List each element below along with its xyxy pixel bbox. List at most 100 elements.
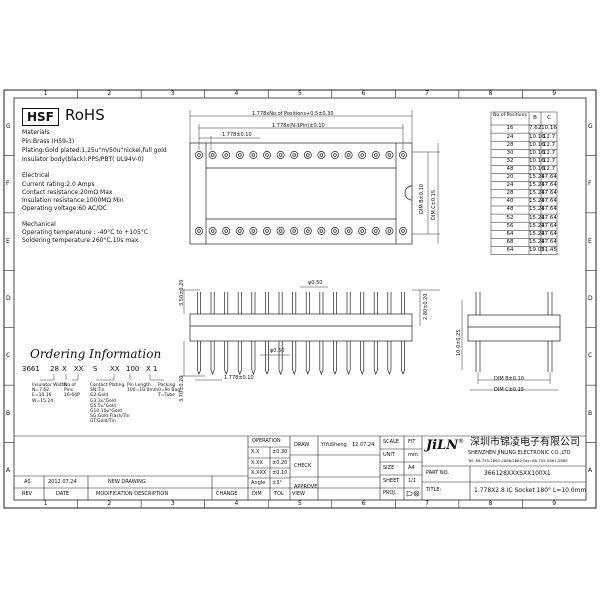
grid-col-label: 9	[552, 90, 557, 97]
table-cell-c: 17.64	[541, 230, 557, 237]
outer-frame	[3, 89, 597, 509]
code-part-8: X	[146, 365, 151, 373]
code-part-6: XX	[110, 365, 120, 373]
pin-hole	[303, 151, 312, 159]
grid-col-label: 5	[298, 90, 302, 97]
ordering-note-pins: No.of Pins 16-64P	[64, 383, 80, 399]
pin-tip	[210, 369, 215, 375]
ordering-note-length: Pin Length 100=10.0mm	[127, 383, 159, 394]
tb-tol-label-4: Angle	[251, 480, 266, 486]
table-cell-b: 10.16	[529, 149, 545, 156]
pin-hole-center	[210, 153, 215, 157]
dim-280: 2.80±0.20	[423, 293, 429, 320]
electrical-2: Contact resistance:20mΩ Max	[22, 189, 113, 196]
tb-title-value: 1.778X2.8 IC Socket 180° L=10.0mm	[474, 487, 587, 494]
pin-tip	[265, 369, 269, 375]
table-cell-b: 15.24	[529, 214, 545, 221]
company-name-en: SHENZHEN JINLING ELECTRONIC CO.,LTD	[468, 450, 571, 456]
mechanical-2: Soldering temperature:260°C,10s max	[22, 237, 139, 244]
grid-col-label: 7	[425, 90, 429, 97]
side-view	[461, 292, 561, 372]
grid-row-label: F	[588, 180, 592, 188]
pin-hole-center	[387, 153, 392, 157]
grid-row-label: D	[588, 295, 593, 302]
tb-scale-value: FIT	[408, 439, 416, 445]
grid-row-label: G	[588, 122, 593, 130]
grid-row-label: A	[588, 467, 593, 475]
table-cell-positions: 24	[506, 133, 514, 140]
tb-approve: APPROVE	[294, 484, 318, 490]
table-cell-positions: 64	[506, 230, 514, 237]
code-part-9: 1	[153, 365, 158, 373]
pin-hole-center	[278, 229, 283, 233]
grid-col-label: 6	[361, 500, 366, 507]
tb-unit-label: UNIT	[383, 452, 395, 458]
pin-hole-center	[306, 229, 310, 233]
grid-row-label: D	[6, 295, 11, 302]
material-3: Insulator body(black):PPS/PBT( UL94V-0)	[22, 156, 144, 163]
table-cell-c: 12.7	[542, 165, 556, 172]
pin-tip	[305, 369, 310, 375]
mechanical-1: Operating temperature : -40°C to +105°C	[22, 229, 148, 236]
pin-tip	[251, 369, 256, 375]
pin-hole-center	[319, 153, 324, 157]
table-cell-positions: 40	[506, 198, 514, 205]
pin-hole	[208, 151, 217, 159]
tb-tol-value-1: ±0.30	[272, 449, 288, 455]
company-contact: Tel: 86-755-2867-2886/2882 Fax: 86-755-2…	[468, 458, 568, 463]
inner-frame	[13, 97, 587, 501]
table-cell-c: 10.16	[541, 125, 557, 132]
registered-icon: ®	[458, 438, 464, 445]
pin-hole	[235, 227, 244, 235]
materials-title: Materials	[22, 129, 50, 136]
table-cell-b: 15.24	[529, 238, 545, 245]
title-block-lines	[14, 435, 586, 500]
material-2: Plating:Gold plated:1.25u"m/50u"nickel,f…	[22, 147, 167, 154]
pin-hole	[222, 227, 231, 235]
table-cell-b: 7.62	[529, 125, 542, 132]
grid-row-label: G	[6, 122, 11, 130]
tb-sheet-value: 1/1	[408, 478, 417, 484]
table-cell-b: 15.24	[529, 174, 545, 180]
dim-side-height: 10.0±0.25	[456, 329, 462, 356]
tb-drawer: YiYuSheng	[321, 442, 347, 448]
pin-hole	[263, 151, 271, 159]
rev-desc-value: NEW DRAWING	[108, 479, 146, 485]
dim-350: 3.50±0.20	[179, 279, 185, 306]
pin-hole-center	[360, 229, 364, 233]
dim-370: 3.70±0.20	[179, 375, 185, 402]
pin-hole	[195, 227, 203, 235]
grid-col-label: 7	[425, 500, 429, 507]
pin-hole-center	[210, 229, 215, 233]
pin-hole	[399, 227, 407, 235]
electrical-3: Insulation resistance:1000MΩ Min	[22, 197, 124, 204]
ordering-title: Ordering Information	[30, 347, 162, 361]
table-cell-c: 17.64	[541, 182, 557, 189]
top-pins-row2	[195, 227, 407, 235]
grid-col-label: 8	[488, 90, 493, 97]
tb-draw-date: 12.07.24	[352, 442, 375, 448]
rev-header-tol: TOL	[274, 491, 284, 497]
pin-hole-center	[360, 153, 364, 157]
ordering-note-width: Insulator Width N=7.62 E=10.16 W=15.24	[32, 383, 67, 404]
hsf-box: HSF	[22, 108, 59, 126]
grid-col-label: 5	[298, 500, 302, 507]
dim-top-pitch: 1.778±0.10	[222, 132, 252, 138]
tb-proj-label: PROJ.	[383, 490, 397, 496]
dim-pin-dia-2: φ0.50	[270, 348, 285, 354]
pin-hole-center	[265, 229, 269, 233]
table-cell-b: 10.16	[529, 141, 545, 148]
pin-hole	[358, 151, 367, 159]
pin-hole-center	[265, 153, 269, 157]
code-part-5: S	[93, 365, 98, 373]
pin-hole	[385, 227, 394, 235]
company-logo: JiLN	[426, 438, 459, 453]
pin-hole	[303, 227, 312, 235]
tb-tol-value-3: ±0.10	[272, 470, 288, 476]
table-cell-b: 15.24	[529, 230, 545, 237]
rev-header-desc: MODIFICATION DESCRIPTION	[96, 491, 169, 497]
pin-hole-center	[374, 153, 378, 157]
rev-header-rev: REV	[22, 491, 33, 497]
rev-header-dim: DIM	[252, 491, 262, 497]
